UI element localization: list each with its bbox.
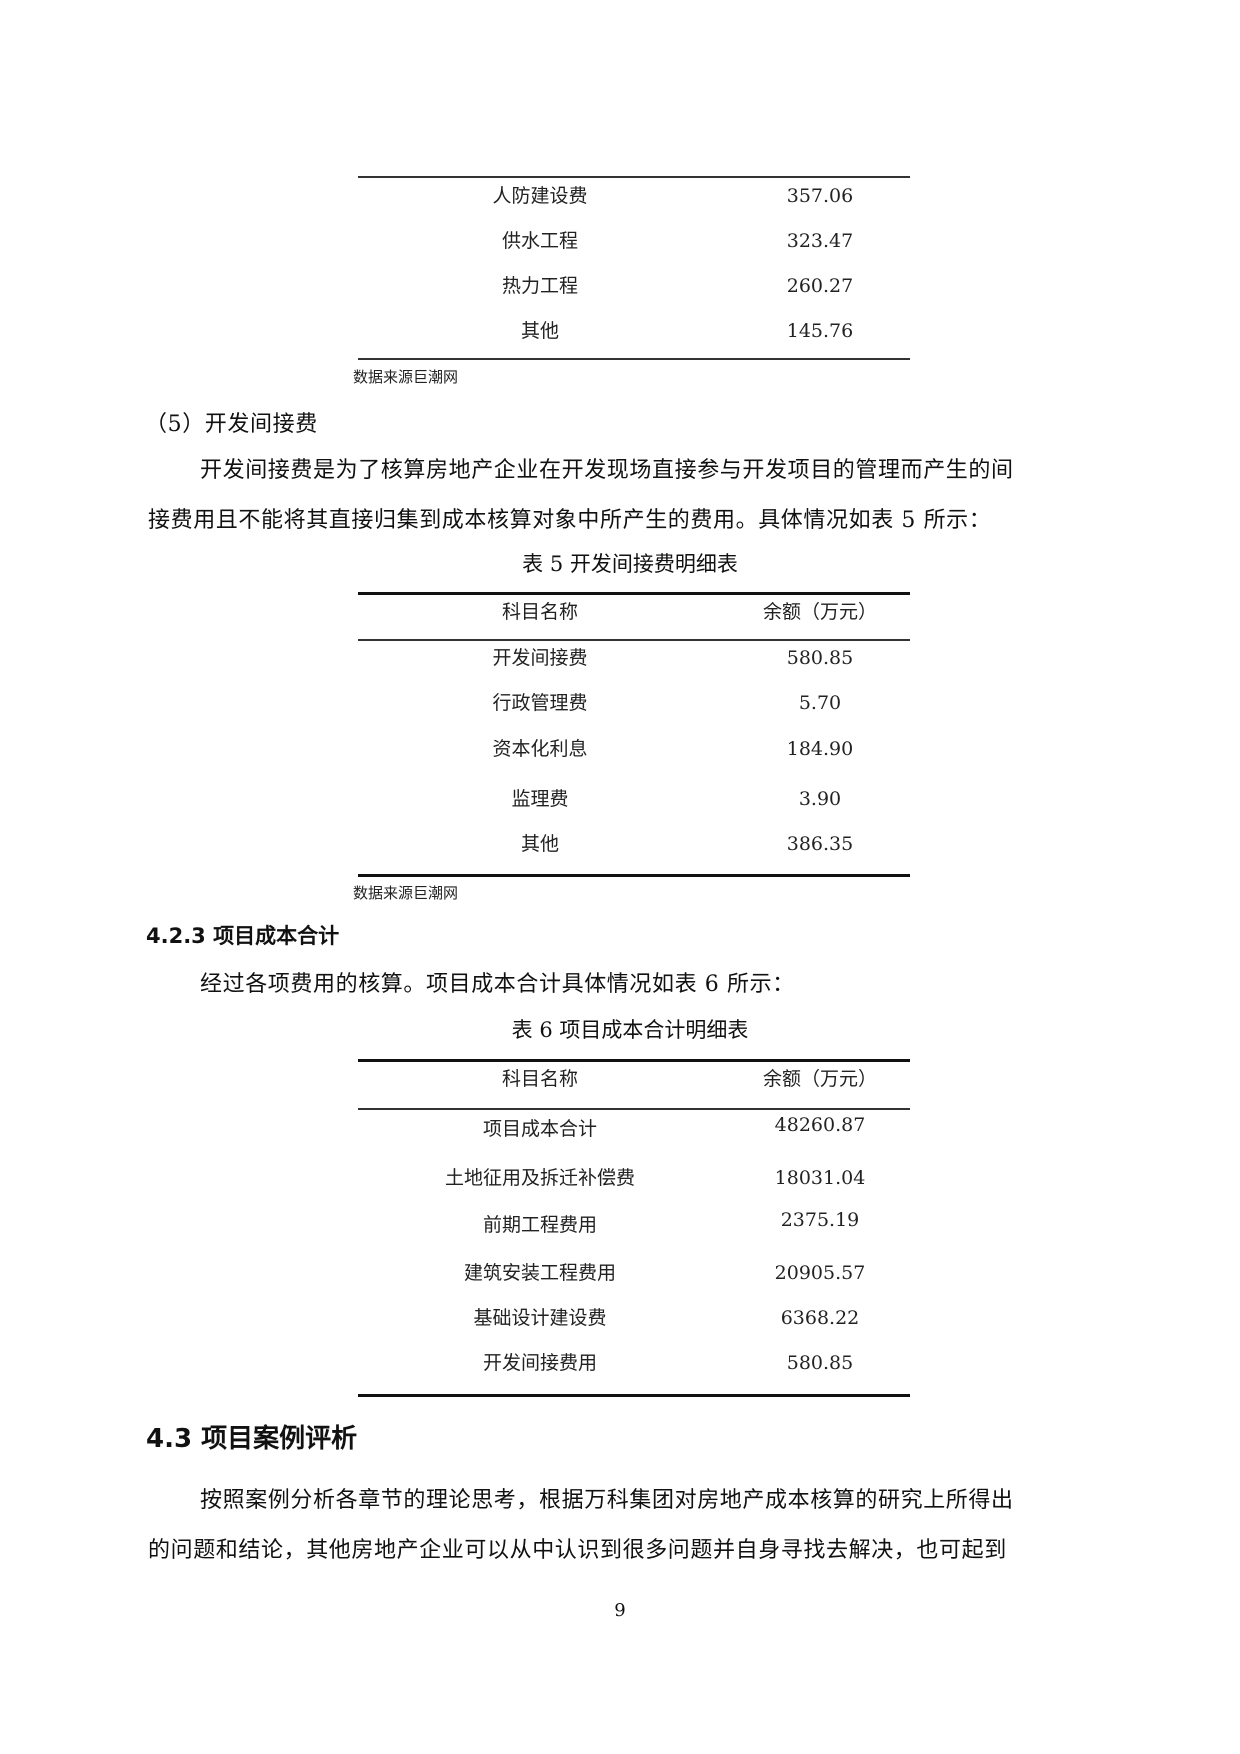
subsection-heading: （5）开发间接费 — [145, 412, 318, 437]
paragraph-line: 接费用且不能将其直接归集到成本核算对象中所产生的费用。具体情况如表 5 所示： — [148, 508, 992, 533]
table-bottom-rule — [358, 1394, 910, 1397]
header-rule — [358, 639, 910, 641]
page-number: 9 — [614, 1600, 626, 1621]
paragraph-line: 的问题和结论，其他房地产企业可以从中认识到很多问题并自身寻找去解决，也可起到 — [148, 1538, 1007, 1563]
row-value: 386.35 — [786, 833, 854, 855]
row-name: 建筑安装工程费用 — [463, 1262, 616, 1284]
row-value: 3.90 — [798, 788, 842, 810]
row-value: 18031.04 — [774, 1167, 866, 1189]
row-name: 基础设计建设费 — [473, 1307, 607, 1329]
row-value: 48260.87 — [774, 1114, 866, 1136]
table-bottom-rule — [358, 358, 910, 360]
section-heading: 4.3 项目案例评析 — [146, 1424, 358, 1454]
section-heading: 4.2.3 项目成本合计 — [146, 924, 340, 948]
row-name: 前期工程费用 — [482, 1214, 597, 1236]
table-top-rule — [358, 1059, 910, 1062]
row-name: 土地征用及拆迁补偿费 — [444, 1167, 635, 1189]
row-name: 资本化利息 — [492, 738, 588, 760]
column-header: 余额（万元） — [762, 1068, 877, 1090]
column-header: 科目名称 — [501, 601, 578, 623]
row-value: 145.76 — [786, 320, 854, 342]
row-name: 监理费 — [511, 788, 569, 810]
table-top-rule — [358, 592, 910, 595]
row-value: 580.85 — [786, 647, 854, 669]
row-value: 5.70 — [798, 692, 842, 714]
table-bottom-rule — [358, 874, 910, 877]
row-name: 其他 — [520, 833, 559, 855]
row-name: 人防建设费 — [492, 185, 588, 207]
table-top-rule — [358, 176, 910, 178]
paragraph-line: 按照案例分析各章节的理论思考，根据万科集团对房地产成本核算的研究上所得出 — [200, 1488, 1014, 1513]
row-value: 184.90 — [786, 738, 854, 760]
table-caption: 表 6 项目成本合计明细表 — [511, 1018, 749, 1042]
table-caption: 表 5 开发间接费明细表 — [522, 552, 738, 576]
data-source-note: 数据来源巨潮网 — [353, 368, 459, 386]
row-value: 580.85 — [786, 1352, 854, 1374]
row-name: 热力工程 — [501, 275, 578, 297]
row-value: 323.47 — [786, 230, 854, 252]
row-value: 6368.22 — [780, 1307, 860, 1329]
paragraph-line: 经过各项费用的核算。项目成本合计具体情况如表 6 所示： — [200, 972, 795, 997]
row-value: 260.27 — [786, 275, 854, 297]
row-value: 357.06 — [786, 185, 854, 207]
paragraph-line: 开发间接费是为了核算房地产企业在开发现场直接参与开发项目的管理而产生的间 — [200, 458, 1014, 483]
column-header: 科目名称 — [501, 1068, 578, 1090]
header-rule — [358, 1108, 910, 1110]
row-name: 供水工程 — [501, 230, 578, 252]
row-name: 开发间接费 — [492, 647, 588, 669]
data-source-note: 数据来源巨潮网 — [353, 884, 459, 902]
row-name: 其他 — [520, 320, 559, 342]
row-name: 项目成本合计 — [482, 1118, 597, 1140]
row-value: 2375.19 — [780, 1209, 860, 1231]
row-name: 开发间接费用 — [482, 1352, 597, 1374]
row-name: 行政管理费 — [492, 692, 588, 714]
row-value: 20905.57 — [774, 1262, 866, 1284]
column-header: 余额（万元） — [762, 601, 877, 623]
